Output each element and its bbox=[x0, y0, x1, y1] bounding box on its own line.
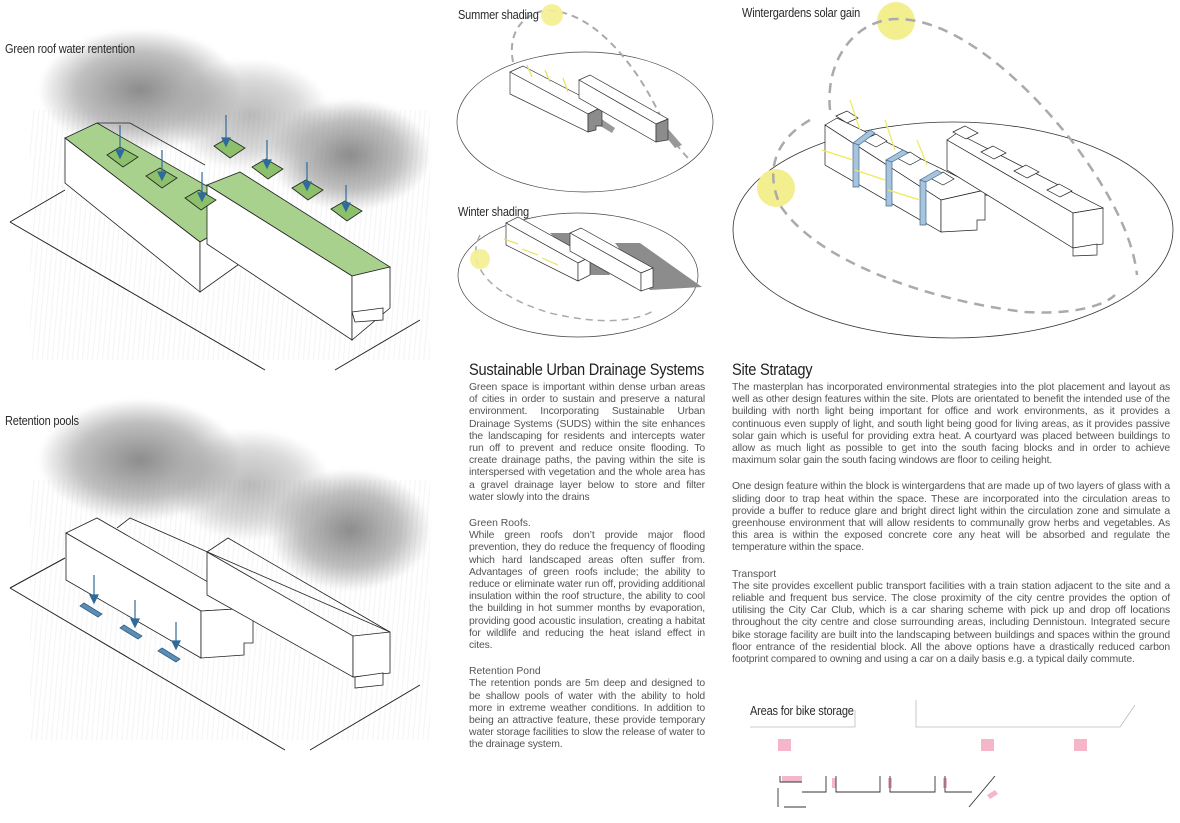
retention-pools bbox=[79, 602, 181, 663]
suds-intro: Green space is important within dense ur… bbox=[469, 382, 705, 503]
sun-rays bbox=[503, 238, 559, 266]
site-ellipse bbox=[457, 212, 699, 338]
site-ellipse bbox=[456, 51, 714, 193]
sun-icon bbox=[470, 249, 490, 269]
rain-arrows bbox=[115, 115, 351, 213]
green-roof-diagram bbox=[9, 115, 421, 371]
site-ellipse bbox=[732, 121, 1174, 339]
site-boundary bbox=[9, 221, 266, 371]
bike-storage-panel: Areas for bike storage bbox=[740, 700, 1180, 823]
bike-storage-title: Areas for bike storage bbox=[750, 704, 854, 718]
retention-pools-panel: Retention pools bbox=[0, 400, 450, 760]
bike-storage-areas bbox=[778, 739, 1087, 799]
winter-shading-title: Winter shading bbox=[458, 205, 529, 219]
transport-heading: Transport bbox=[732, 568, 777, 580]
building-b-end bbox=[351, 266, 391, 341]
retention-pools-title: Retention pools bbox=[5, 414, 79, 428]
site-intro: The masterplan has incorporated environm… bbox=[732, 382, 1170, 467]
winter-shading-diagram bbox=[457, 212, 702, 338]
summer-shading-title: Summer shading bbox=[458, 8, 539, 22]
wintergardens-diagram bbox=[732, 2, 1174, 339]
suds-heading: Sustainable Urban Drainage Systems bbox=[469, 360, 705, 379]
retention-heading: Retention Pond bbox=[469, 666, 541, 678]
wintergardens-body: One design feature within the block is w… bbox=[732, 481, 1170, 554]
building-b-end bbox=[352, 631, 391, 678]
wintergarden-glass bbox=[852, 129, 943, 226]
green-roof-title: Green roof water rentention bbox=[5, 42, 135, 56]
shadow bbox=[615, 243, 702, 290]
green-roofs-heading: Green Roofs. bbox=[469, 518, 531, 530]
winter-sun-icon bbox=[757, 169, 795, 207]
retention-pools-diagram bbox=[9, 517, 421, 751]
wintergardens-panel: Wintergardens solar gain bbox=[725, 0, 1180, 345]
site-heading: Site Stratagy bbox=[732, 360, 813, 379]
winter-sun-path bbox=[772, 118, 1116, 314]
sun-rays bbox=[821, 99, 928, 201]
summer-shading-diagram bbox=[456, 4, 714, 193]
summer-sun-path bbox=[828, 17, 1139, 276]
sun-path bbox=[510, 9, 689, 159]
cloud-right bbox=[270, 470, 430, 590]
wintergardens-title: Wintergardens solar gain bbox=[742, 6, 861, 20]
transport-body: The site provides excellent public trans… bbox=[732, 580, 1170, 666]
summer-sun-icon bbox=[877, 2, 915, 40]
sun-icon bbox=[541, 4, 563, 26]
suds-section: Sustainable Urban Drainage Systems Green… bbox=[469, 360, 705, 752]
winter-shading-panel: Winter shading bbox=[450, 195, 720, 345]
rain-arrows bbox=[89, 575, 181, 651]
site-strategy-section: Site Stratagy The masterplan has incorpo… bbox=[732, 360, 1170, 666]
ground-floor-outline bbox=[777, 775, 996, 808]
site-boundary bbox=[9, 587, 286, 751]
bike-storage-plan bbox=[750, 700, 1136, 808]
summer-shading-panel: Summer shading bbox=[450, 0, 720, 200]
green-roof-panel: Green roof water rentention bbox=[0, 30, 450, 371]
sun-rays bbox=[526, 64, 569, 93]
retention-body: The retention ponds are 5m deep and desi… bbox=[469, 678, 705, 751]
green-roofs-body: While green roofs don’t provide major fl… bbox=[469, 530, 705, 652]
